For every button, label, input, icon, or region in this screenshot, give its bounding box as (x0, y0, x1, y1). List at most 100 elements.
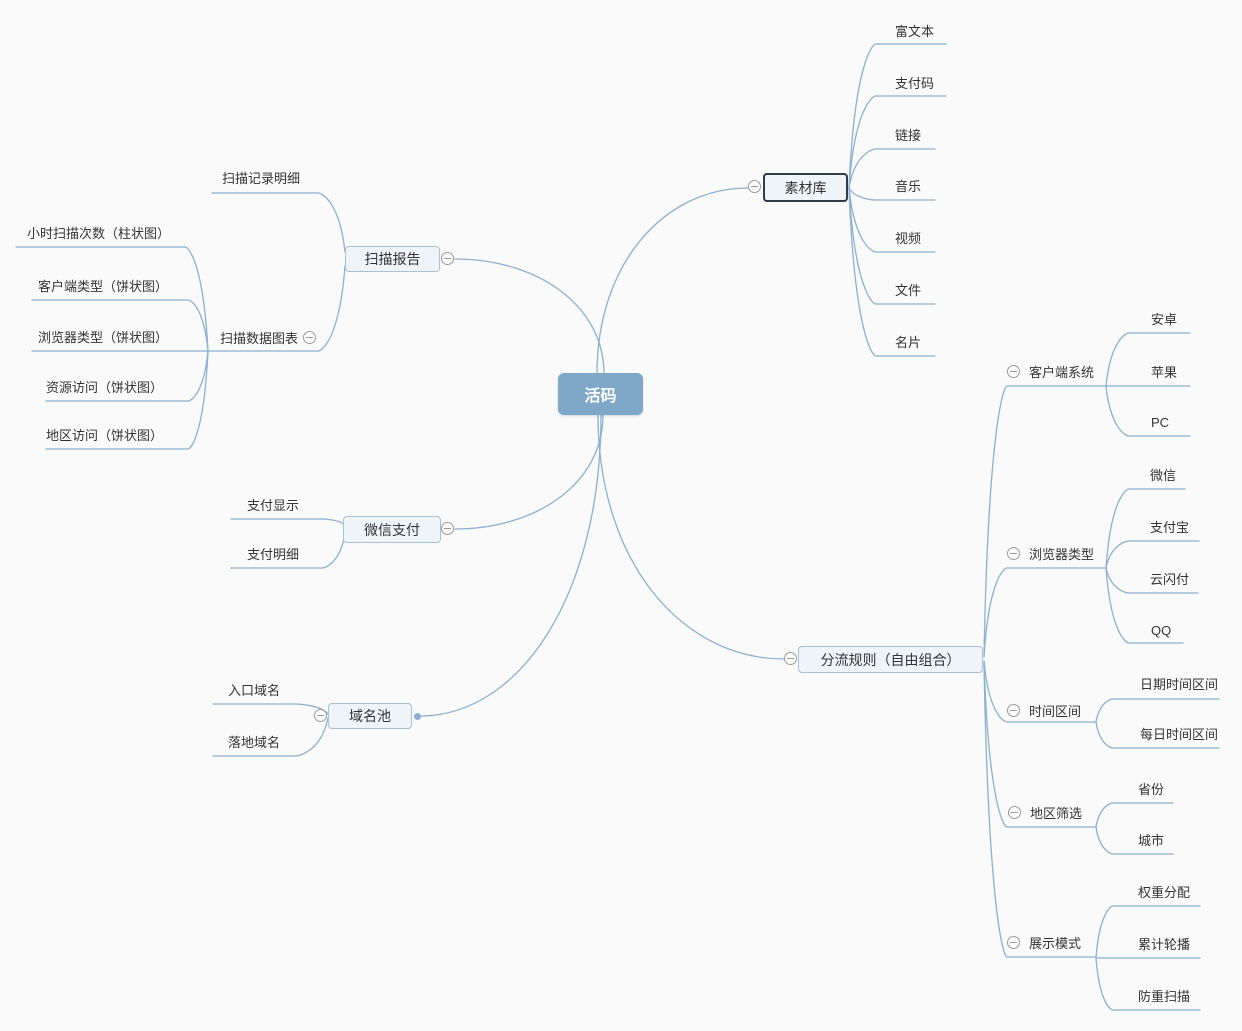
branch-connector (45, 350, 209, 402)
minus-glyph (1010, 710, 1017, 711)
topic-material-library[interactable]: 素材库 (763, 173, 848, 202)
branch-connector (45, 350, 209, 450)
topic-region-access-pie[interactable]: 地区访问（饼状图） (46, 428, 164, 443)
topic-hourly-scan-count-bar[interactable]: 小时扫描次数（柱状图） (27, 226, 171, 241)
collapse-icon-display-mode[interactable] (1007, 936, 1020, 949)
topic-business-card[interactable]: 名片 (895, 335, 922, 350)
branch-connector (207, 265, 346, 352)
topic-browser-type-pie[interactable]: 浏览器类型（饼状图） (38, 330, 169, 345)
topic-wechat[interactable]: 微信 (1150, 468, 1177, 483)
minus-glyph (751, 186, 758, 187)
branch-connector (848, 187, 936, 253)
topic-unionpay[interactable]: 云闪付 (1150, 572, 1190, 587)
topic-cumulative-rotation[interactable]: 累计轮播 (1138, 937, 1191, 952)
branch-connector (983, 662, 1097, 958)
topic-apple[interactable]: 苹果 (1151, 365, 1178, 380)
branch-connector (596, 187, 749, 375)
topic-scan-data-charts[interactable]: 扫描数据图表 (220, 331, 299, 346)
topic-resource-access-pie[interactable]: 资源访问（饼状图） (46, 380, 164, 395)
topic-client-type-pie[interactable]: 客户端类型（饼状图） (38, 279, 169, 294)
branch-connector (597, 414, 785, 660)
topic-file[interactable]: 文件 (895, 283, 922, 298)
topic-alipay[interactable]: 支付宝 (1150, 520, 1190, 535)
branch-connector (212, 703, 329, 715)
branch-connector (1095, 721, 1220, 749)
topic-android[interactable]: 安卓 (1151, 312, 1178, 327)
topic-scan-record-detail[interactable]: 扫描记录明细 (222, 171, 301, 186)
branch-connector (1105, 385, 1191, 437)
minus-glyph (444, 528, 451, 529)
branch-connector (212, 717, 329, 757)
root-topic-live-code[interactable]: 活码 (558, 373, 643, 415)
topic-display-mode[interactable]: 展示模式 (1029, 936, 1082, 951)
minus-glyph (1010, 942, 1017, 943)
topic-province[interactable]: 省份 (1138, 782, 1165, 797)
collapse-icon-split-rules[interactable] (784, 652, 797, 665)
topic-video[interactable]: 视频 (895, 231, 922, 246)
branch-connector (983, 661, 1097, 828)
topic-client-system[interactable]: 客户端系统 (1029, 365, 1095, 380)
branch-connector (1095, 905, 1201, 959)
topic-payment-code[interactable]: 支付码 (895, 76, 935, 91)
topic-time-range[interactable]: 时间区间 (1029, 704, 1082, 719)
topic-payment-display[interactable]: 支付显示 (247, 498, 300, 513)
topic-landing-domain[interactable]: 落地域名 (228, 735, 281, 750)
branch-connector (983, 567, 1107, 658)
collapse-icon-time-range[interactable] (1007, 704, 1020, 717)
branch-connector (848, 187, 936, 305)
topic-weight-allocation[interactable]: 权重分配 (1138, 885, 1191, 900)
branch-connector (454, 258, 605, 375)
branch-connector (1095, 826, 1174, 855)
collapse-icon-domain-pool[interactable] (314, 709, 327, 722)
topic-qq[interactable]: QQ (1151, 623, 1172, 638)
collapse-icon-scan-report[interactable] (441, 252, 454, 265)
branch-connector (1095, 802, 1174, 828)
branch-connector (1095, 698, 1220, 723)
minus-glyph (1010, 553, 1017, 554)
topic-date-time-range[interactable]: 日期时间区间 (1140, 677, 1219, 692)
branch-connector (1105, 567, 1199, 594)
branch-connector (211, 192, 346, 253)
branch-connector (983, 660, 1097, 723)
topic-region-filter[interactable]: 地区筛选 (1030, 806, 1083, 821)
topic-payment-detail[interactable]: 支付明细 (247, 547, 300, 562)
topic-city[interactable]: 城市 (1138, 833, 1165, 848)
topic-rich-text[interactable]: 富文本 (895, 24, 935, 39)
topic-music[interactable]: 音乐 (895, 179, 922, 194)
topic-browser-type[interactable]: 浏览器类型 (1029, 547, 1095, 562)
branch-connector (230, 518, 346, 526)
topic-split-rules[interactable]: 分流规则（自由组合） (798, 646, 983, 673)
topic-wechat-pay[interactable]: 微信支付 (343, 516, 441, 543)
minus-glyph (1010, 371, 1017, 372)
branch-connector (848, 43, 947, 189)
collapse-icon-material-library[interactable] (748, 180, 761, 193)
collapse-icon-region-filter[interactable] (1008, 806, 1021, 819)
branch-connector (1105, 540, 1200, 569)
minus-glyph (1011, 812, 1018, 813)
minus-glyph (306, 337, 313, 338)
branch-connector (1105, 488, 1186, 569)
branch-connector (983, 385, 1107, 656)
branch-connector (15, 246, 209, 352)
collapse-icon-scan-data-charts[interactable] (303, 331, 316, 344)
topic-link[interactable]: 链接 (895, 128, 922, 143)
minus-glyph (444, 258, 451, 259)
minus-glyph (787, 658, 794, 659)
branch-connector (848, 187, 936, 201)
topic-anti-duplicate-scan[interactable]: 防重扫描 (1138, 989, 1191, 1004)
branch-connector (848, 187, 936, 357)
collapse-icon-wechat-pay[interactable] (441, 522, 454, 535)
branch-connector (31, 299, 209, 352)
topic-pc[interactable]: PC (1151, 415, 1170, 430)
topic-daily-time-range[interactable]: 每日时间区间 (1140, 727, 1219, 742)
collapse-icon-client-system[interactable] (1007, 365, 1020, 378)
topic-scan-report[interactable]: 扫描报告 (345, 246, 440, 272)
branch-connector (1105, 332, 1191, 387)
collapse-icon-browser-type[interactable] (1007, 547, 1020, 560)
branch-connector (419, 414, 602, 717)
topic-entry-domain[interactable]: 入口域名 (228, 683, 281, 698)
topic-domain-pool[interactable]: 域名池 (328, 703, 412, 729)
branch-connector (848, 95, 947, 189)
